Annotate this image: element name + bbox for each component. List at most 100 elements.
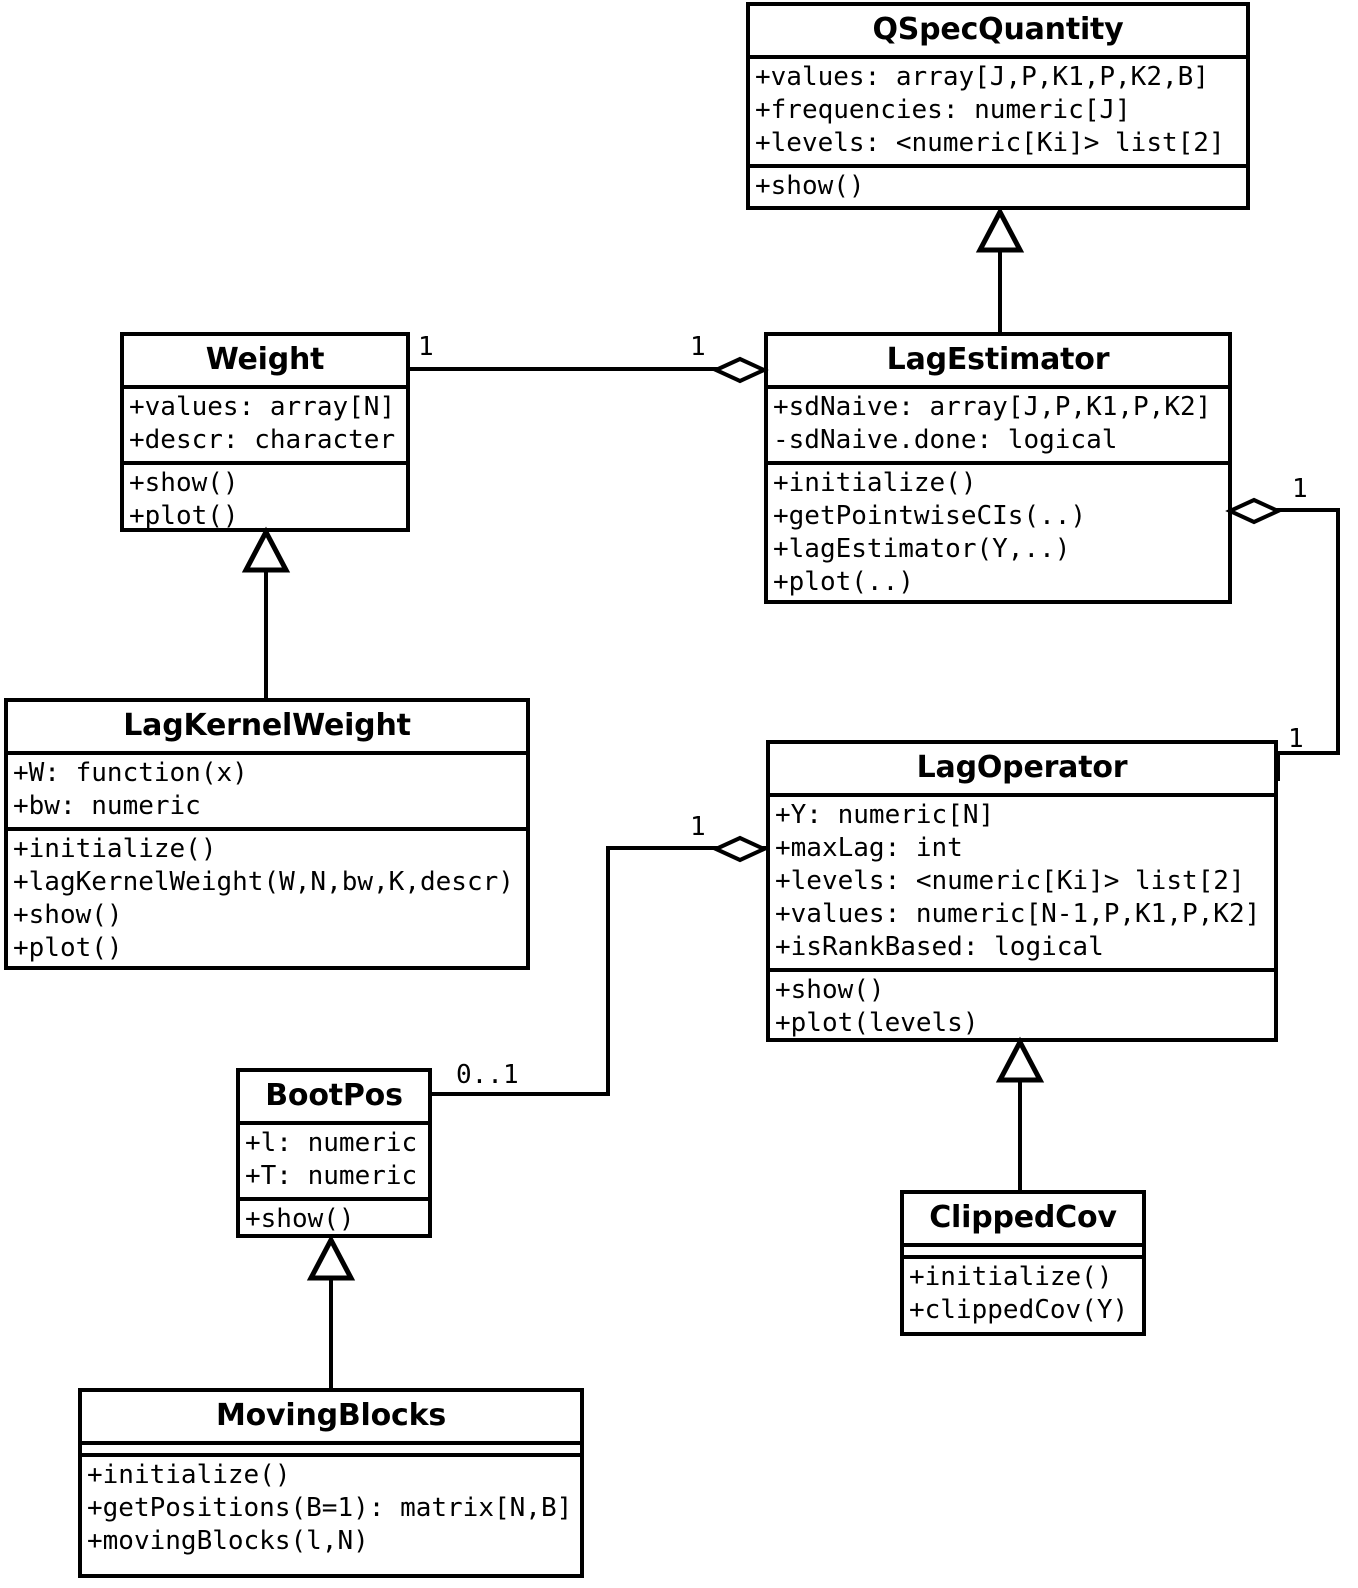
attribute-row: +levels: <numeric[Ki]> list[2] xyxy=(775,866,1245,896)
operations-compartment-qspecquantity: +show() xyxy=(750,168,1246,207)
class-box-weight[interactable]: Weight +values: array[N] +descr: charact… xyxy=(120,332,410,532)
attribute-row: +W: function(x) xyxy=(13,758,248,788)
operation-row: +plot(..) xyxy=(773,567,914,597)
class-separator xyxy=(82,1441,580,1445)
class-separator xyxy=(750,164,1246,168)
attribute-row: +levels: <numeric[Ki]> list[2] xyxy=(755,128,1225,158)
class-name-weight: Weight xyxy=(205,342,325,377)
attribute-row: +T: numeric xyxy=(245,1161,418,1191)
inheritance-line-movingblocks-bootpos xyxy=(329,1278,333,1390)
multiplicity-lagoperator-bootpos-end: 1 xyxy=(690,812,706,842)
aggregation-line-lagoperator-topright xyxy=(1276,751,1340,755)
class-name-clippedcov: ClippedCov xyxy=(929,1200,1117,1235)
inheritance-triangle-weight xyxy=(241,526,291,573)
class-name-lagoperator: LagOperator xyxy=(916,750,1128,785)
class-separator xyxy=(240,1197,428,1201)
operation-row: +getPositions(B=1): matrix[N,B] xyxy=(87,1493,573,1523)
operation-row: +initialize() xyxy=(87,1460,291,1490)
class-name-movingblocks: MovingBlocks xyxy=(215,1398,447,1433)
class-box-movingblocks[interactable]: MovingBlocks +initialize() +getPositions… xyxy=(78,1388,584,1578)
class-separator xyxy=(240,1121,428,1125)
multiplicity-bootpos-end: 0..1 xyxy=(456,1060,519,1090)
class-separator xyxy=(768,385,1228,389)
aggregation-line-lagoperator-stub xyxy=(1276,751,1280,781)
operation-row: +lagEstimator(Y,..) xyxy=(773,534,1071,564)
class-box-lagoperator[interactable]: LagOperator +Y: numeric[N] +maxLag: int … xyxy=(766,740,1278,1042)
class-separator xyxy=(768,461,1228,465)
operation-row: +initialize() xyxy=(13,834,217,864)
class-separator xyxy=(82,1453,580,1457)
inheritance-line-lagestimator-qspecquantity xyxy=(998,248,1002,338)
class-name-lagestimator: LagEstimator xyxy=(886,342,1110,377)
aggregation-line-bootpos-up xyxy=(606,846,610,1096)
attribute-row: +sdNaive: array[J,P,K1,P,K2] xyxy=(773,392,1212,422)
class-box-lagestimator[interactable]: LagEstimator +sdNaive: array[J,P,K1,P,K2… xyxy=(764,332,1232,604)
inheritance-triangle-qspecquantity xyxy=(975,206,1025,253)
attributes-compartment-clippedcov xyxy=(904,1247,1142,1255)
class-separator xyxy=(904,1255,1142,1259)
aggregation-line-bootpos-right xyxy=(430,1092,610,1096)
operation-row: +lagKernelWeight(W,N,bw,K,descr) xyxy=(13,867,514,897)
attribute-row: +values: array[J,P,K1,P,K2,B] xyxy=(755,62,1209,92)
operation-row: +clippedCov(Y) xyxy=(909,1295,1129,1325)
operations-compartment-clippedcov: +initialize() +clippedCov(Y) xyxy=(904,1259,1142,1331)
attribute-row: +values: numeric[N-1,P,K1,P,K2] xyxy=(775,899,1261,929)
attributes-compartment-weight: +values: array[N] +descr: character xyxy=(124,389,406,461)
attributes-compartment-lagestimator: +sdNaive: array[J,P,K1,P,K2] -sdNaive.do… xyxy=(768,389,1228,461)
attribute-row: +frequencies: numeric[J] xyxy=(755,95,1131,125)
operations-compartment-weight: +show() +plot() xyxy=(124,465,406,537)
aggregation-diamond-lagestimator-weight xyxy=(711,356,769,384)
operation-row: +show() xyxy=(775,975,885,1005)
operation-row: +getPointwiseCIs(..) xyxy=(773,501,1087,531)
operations-compartment-bootpos: +show() xyxy=(240,1201,428,1240)
class-separator xyxy=(8,751,526,755)
operations-compartment-lagkernelweight: +initialize() +lagKernelWeight(W,N,bw,K,… xyxy=(8,831,526,969)
class-separator xyxy=(750,55,1246,59)
inheritance-triangle-bootpos xyxy=(306,1234,356,1281)
operation-row: +initialize() xyxy=(909,1262,1113,1292)
attributes-compartment-lagoperator: +Y: numeric[N] +maxLag: int +levels: <nu… xyxy=(770,797,1274,968)
inheritance-triangle-lagoperator xyxy=(995,1036,1045,1083)
class-separator xyxy=(904,1243,1142,1247)
attribute-row: +maxLag: int xyxy=(775,833,963,863)
class-box-bootpos[interactable]: BootPos +l: numeric +T: numeric +show() xyxy=(236,1068,432,1238)
operation-row: +show() xyxy=(245,1204,355,1234)
attribute-row: +descr: character xyxy=(129,425,396,455)
inheritance-line-clippedcov-lagoperator xyxy=(1018,1080,1022,1192)
class-box-qspecquantity[interactable]: QSpecQuantity +values: array[J,P,K1,P,K2… xyxy=(746,2,1250,210)
attribute-row: +values: array[N] xyxy=(129,392,396,422)
operations-compartment-movingblocks: +initialize() +getPositions(B=1): matrix… xyxy=(82,1457,580,1562)
operation-row: +movingBlocks(l,N) xyxy=(87,1526,369,1556)
attribute-row: +Y: numeric[N] xyxy=(775,800,995,830)
aggregation-line-lagestimator-down xyxy=(1336,508,1340,755)
attribute-row: -sdNaive.done: logical xyxy=(773,425,1118,455)
multiplicity-lagestimator-weight-end: 1 xyxy=(690,332,706,362)
operation-row: +show() xyxy=(755,171,865,201)
aggregation-line-lagestimator-right xyxy=(1264,508,1340,512)
aggregation-line-to-lagoperator xyxy=(606,846,766,850)
class-separator xyxy=(770,968,1274,972)
aggregation-line-weight-lagestimator xyxy=(410,367,750,371)
operation-row: +show() xyxy=(129,468,239,498)
class-box-clippedcov[interactable]: ClippedCov +initialize() +clippedCov(Y) xyxy=(900,1190,1146,1336)
multiplicity-weight-end: 1 xyxy=(418,332,434,362)
class-name-qspecquantity: QSpecQuantity xyxy=(872,12,1124,47)
operation-row: +plot() xyxy=(129,501,239,531)
class-name-lagkernelweight: LagKernelWeight xyxy=(123,708,411,743)
operation-row: +plot() xyxy=(13,933,123,963)
multiplicity-lagoperator-top-end: 1 xyxy=(1288,724,1304,754)
attribute-row: +isRankBased: logical xyxy=(775,932,1104,962)
aggregation-diamond-lagestimator-lagoperator xyxy=(1225,497,1283,525)
class-name-bootpos: BootPos xyxy=(265,1078,403,1113)
attribute-row: +bw: numeric xyxy=(13,791,201,821)
class-box-lagkernelweight[interactable]: LagKernelWeight +W: function(x) +bw: num… xyxy=(4,698,530,970)
class-separator xyxy=(124,461,406,465)
class-separator xyxy=(8,827,526,831)
aggregation-diamond-lagoperator-bootpos xyxy=(711,835,769,863)
class-separator xyxy=(770,793,1274,797)
class-separator xyxy=(124,385,406,389)
operations-compartment-lagoperator: +show() +plot(levels) xyxy=(770,972,1274,1044)
multiplicity-lagestimator-right-end: 1 xyxy=(1292,474,1308,504)
attributes-compartment-qspecquantity: +values: array[J,P,K1,P,K2,B] +frequenci… xyxy=(750,59,1246,164)
